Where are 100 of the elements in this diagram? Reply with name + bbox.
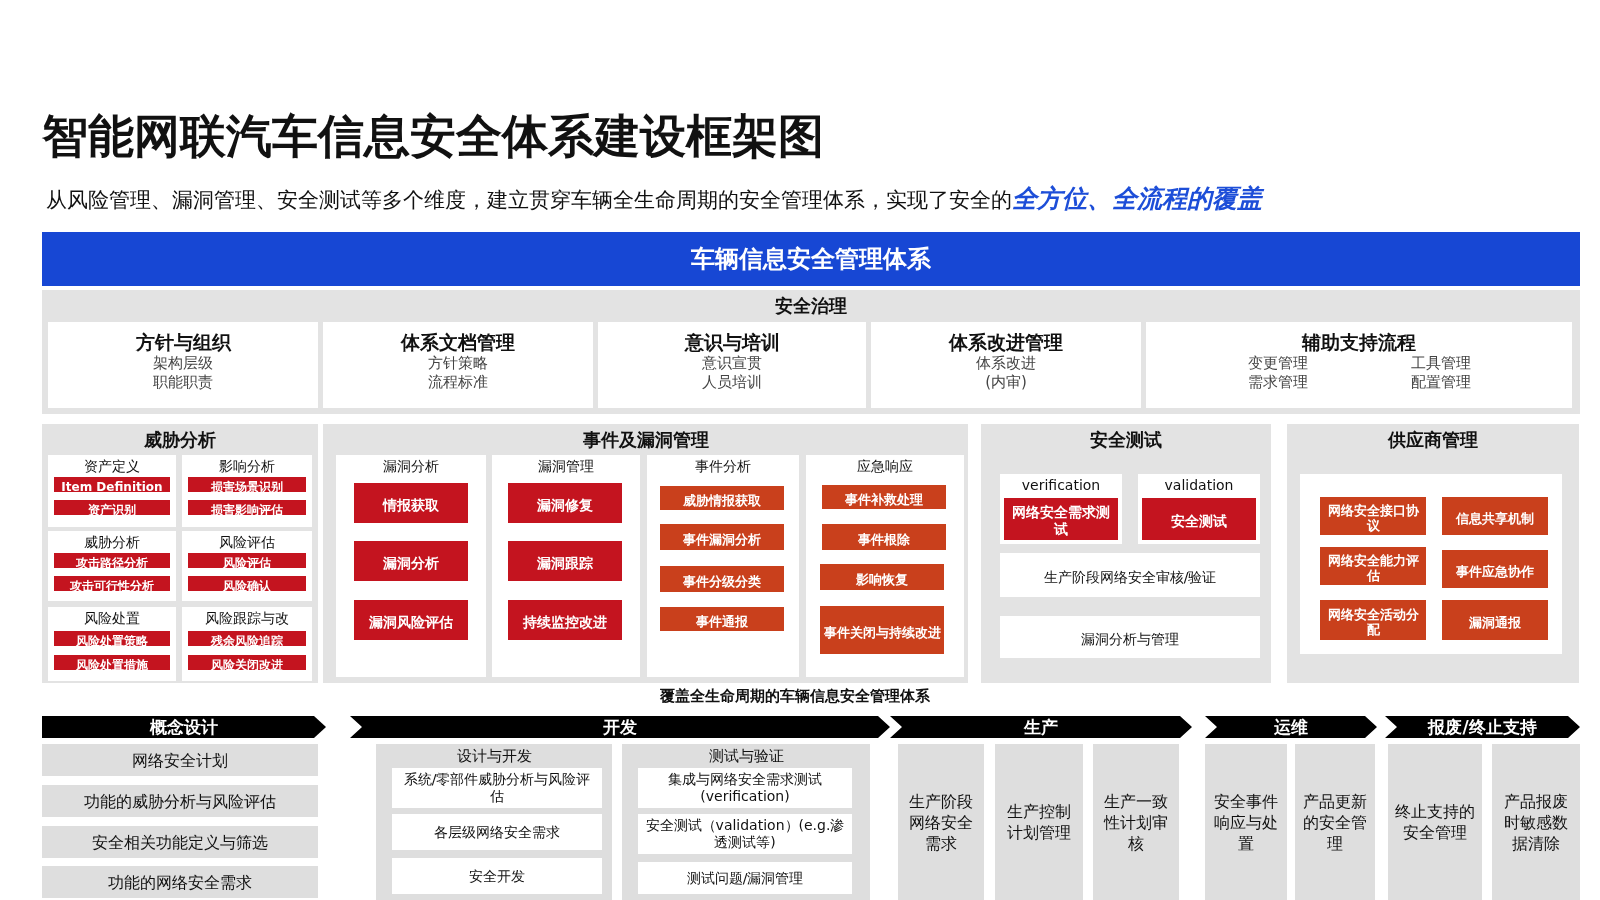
tag-bar xyxy=(54,631,170,646)
tag-bar xyxy=(354,541,468,581)
item-text: 流程标准 xyxy=(428,373,488,392)
tag-label: 漏洞分析 xyxy=(382,554,440,572)
item-card xyxy=(1295,744,1375,900)
tag-label: 攻击路径分析 xyxy=(75,555,149,570)
category-card xyxy=(1146,322,1572,408)
subgroup-heading: 漏洞管理 xyxy=(538,458,594,475)
subgroup-heading: 测试与验证 xyxy=(708,747,784,765)
tag-label: 事件关闭与持续改进 xyxy=(822,624,942,640)
card-heading: 体系文档管理 xyxy=(401,330,515,354)
tag-label: 事件补救处理 xyxy=(844,491,924,507)
tag-bar xyxy=(1004,498,1118,540)
tag-bar xyxy=(660,486,784,510)
tag-bar xyxy=(54,553,170,568)
card-heading: 辅助支持流程 xyxy=(1300,330,1417,354)
tag-bar xyxy=(188,631,306,646)
tag-label: 网络安全接口协议 xyxy=(1326,503,1420,533)
phase-label: 概念设计 xyxy=(150,717,218,737)
tag-bar xyxy=(188,477,306,492)
item-card xyxy=(898,744,984,900)
subgroup-panel xyxy=(622,744,870,900)
item-bar xyxy=(638,814,852,854)
item-text: 职能职责 xyxy=(153,373,213,392)
item-text: 变更管理 xyxy=(1246,354,1309,373)
tag-bar xyxy=(508,483,622,523)
tag-label: 风险处置策略 xyxy=(75,633,149,648)
card-heading: 方针与组织 xyxy=(135,330,231,354)
subgroup-heading: 风险评估 xyxy=(219,534,275,551)
section-heading: 安全治理 xyxy=(775,294,847,318)
item-bar xyxy=(638,768,852,808)
subgroup-heading: 风险跟踪与改 xyxy=(205,610,289,627)
item-bar xyxy=(392,814,602,850)
tag-label: 网络安全活动分配 xyxy=(1326,607,1420,637)
diagram-title: 智能网联汽车信息安全体系建设框架图 xyxy=(42,108,824,165)
card-heading: 意识与培训 xyxy=(684,330,780,354)
item-text: 工具管理 xyxy=(1409,354,1472,373)
tag-bar xyxy=(1442,497,1548,535)
subgroup-heading: validation xyxy=(1164,477,1234,494)
tag-label: 事件根除 xyxy=(857,531,911,547)
subgroup-heading: 漏洞分析 xyxy=(383,458,439,475)
tag-label: 漏洞风险评估 xyxy=(368,613,454,631)
section-heading: 安全测试 xyxy=(1090,428,1162,452)
subgroup-heading: verification xyxy=(1021,477,1101,494)
tag-label: 持续监控改进 xyxy=(522,613,608,631)
subgroup-card xyxy=(48,607,176,681)
item-text: 安全相关功能定义与筛选 xyxy=(91,831,269,853)
item-text: 需求管理 xyxy=(1246,373,1309,392)
tag-label: 网络安全需求测试 xyxy=(1011,504,1111,538)
item-text: 配置管理 xyxy=(1409,373,1472,392)
card-heading: 体系改进管理 xyxy=(949,330,1063,354)
tag-label: 信息共享机制 xyxy=(1454,510,1535,526)
subgroup-card xyxy=(48,531,176,601)
subgroup-card xyxy=(806,455,964,677)
item-text: 漏洞分析与管理 xyxy=(1080,630,1180,648)
tag-bar xyxy=(188,576,306,591)
card-background xyxy=(1300,474,1562,654)
phase-header xyxy=(350,716,890,738)
item-text: 意识宣贯 xyxy=(702,354,762,373)
phase-label: 运维 xyxy=(1274,717,1308,737)
item-text: 功能的威胁分析与风险评估 xyxy=(83,790,277,812)
tag-bar xyxy=(354,483,468,523)
item-text: 方针策略 xyxy=(428,354,488,373)
subgroup-heading: 应急响应 xyxy=(857,458,913,475)
tag-bar xyxy=(54,477,170,492)
subgroup-card xyxy=(1138,474,1260,544)
item-text: 架构层级 xyxy=(153,354,213,373)
subgroup-card xyxy=(182,455,312,527)
tag-label: 威胁情报获取 xyxy=(682,492,762,508)
item-text: 系统/零部件威胁分析与风险评估 xyxy=(402,771,592,805)
item-text: 安全测试（validation）(e.g.渗透测试等) xyxy=(644,817,846,851)
section-panel xyxy=(42,290,1580,414)
banner-title: 车辆信息安全管理体系 xyxy=(691,244,931,275)
item-card xyxy=(42,785,318,817)
subgroup-card xyxy=(492,455,640,677)
category-card xyxy=(598,322,866,408)
tag-label: 残余风险追踪 xyxy=(209,633,284,648)
subgroup-heading: 事件分析 xyxy=(695,458,751,475)
tag-bar xyxy=(54,655,170,670)
tag-label: 网络安全能力评估 xyxy=(1326,553,1420,583)
item-card xyxy=(42,866,318,898)
tag-bar xyxy=(822,524,946,550)
tag-bar xyxy=(660,607,784,631)
title-banner xyxy=(42,232,1580,286)
subgroup-card xyxy=(647,455,799,677)
subgroup-heading: 设计与开发 xyxy=(456,747,532,765)
item-card xyxy=(42,744,318,776)
phase-header xyxy=(42,716,326,738)
item-text: 各层级网络安全需求 xyxy=(433,823,561,841)
item-text: 生产控制计划管理 xyxy=(1006,801,1072,843)
item-text: 安全开发 xyxy=(468,867,526,885)
tag-bar xyxy=(820,564,944,590)
phase-header xyxy=(890,716,1192,738)
tag-bar xyxy=(188,655,306,670)
tag-bar xyxy=(54,576,170,591)
item-text: 终止支持的安全管理 xyxy=(1394,801,1476,843)
tag-label: Item Definition xyxy=(60,479,164,494)
item-card xyxy=(1492,744,1580,900)
section-panel xyxy=(1287,424,1579,683)
subgroup-heading: 威胁分析 xyxy=(84,534,140,551)
